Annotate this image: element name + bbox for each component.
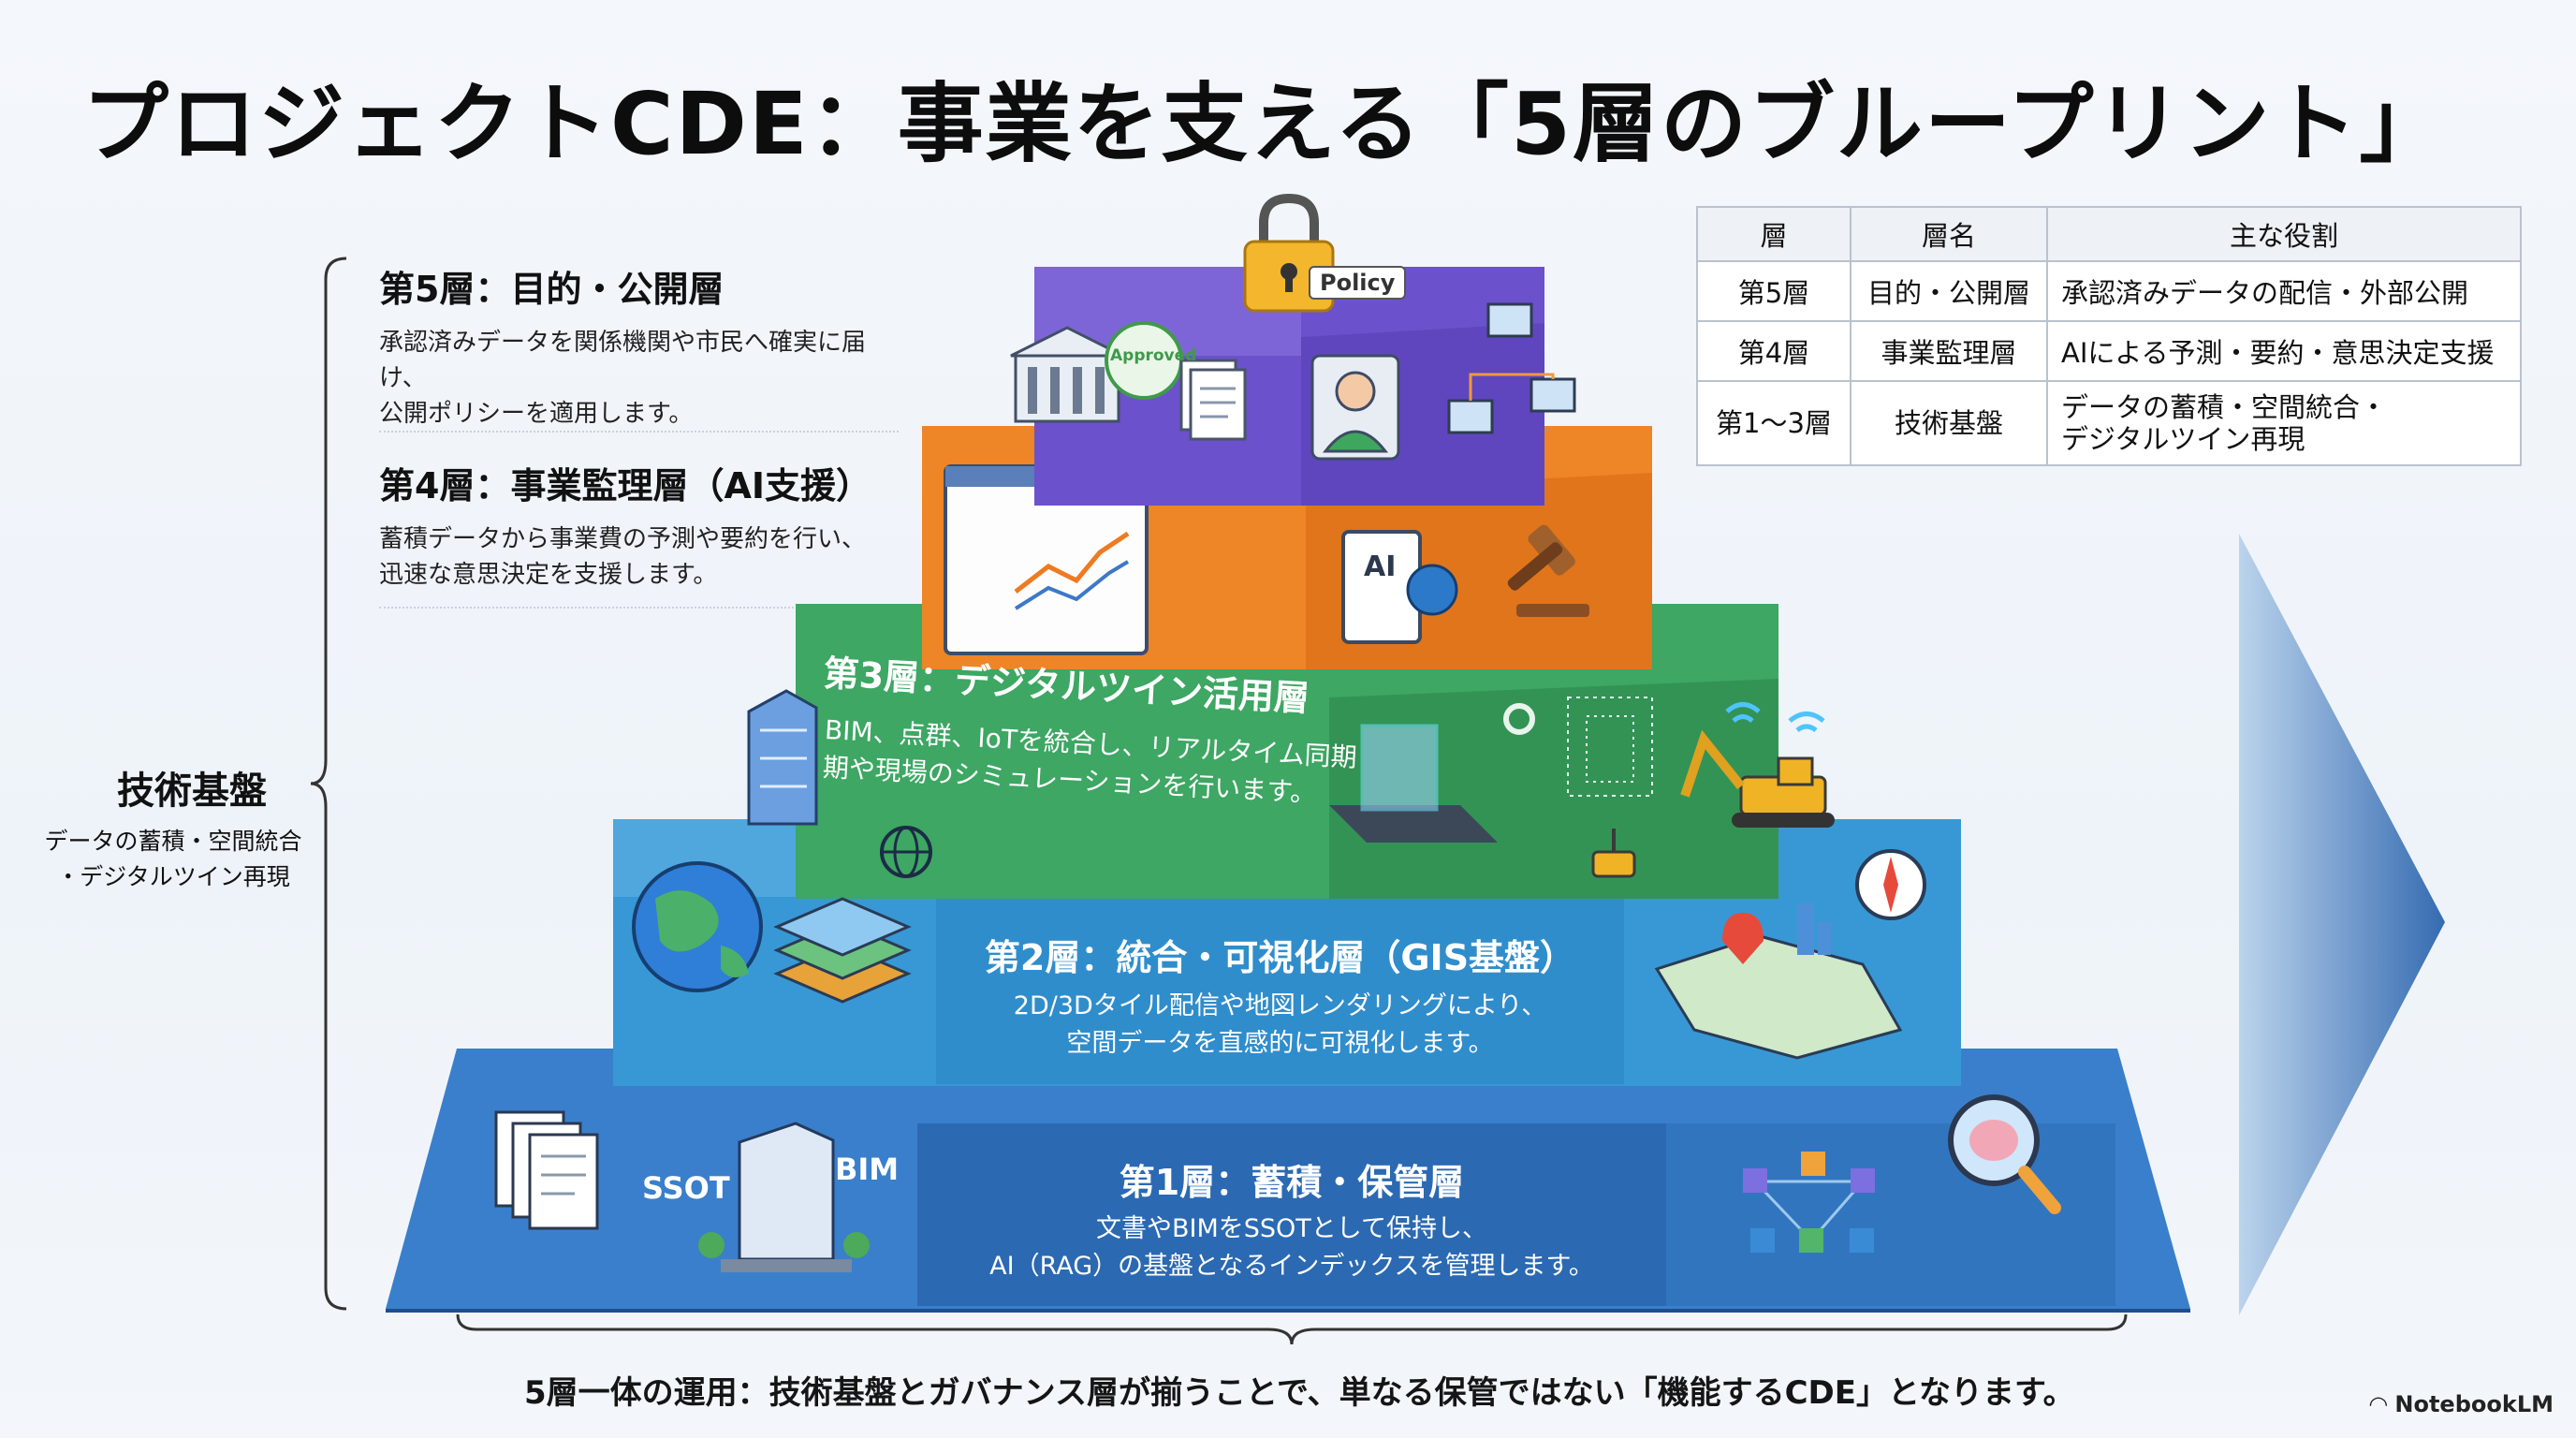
layer2-text: 2D/3Dタイル配信や地図レンダリングにより、 空間データを直感的に可視化します…: [936, 988, 1624, 1063]
bim-label: BIM: [835, 1152, 899, 1187]
bottom-brace: [454, 1311, 2130, 1348]
building-icon: [749, 691, 816, 824]
earth-icon: [634, 863, 761, 990]
ssot-label: SSOT: [642, 1170, 730, 1206]
user-icon: [1312, 356, 1398, 459]
direction-arrow: [2239, 534, 2445, 1315]
ai-label: AI: [1364, 550, 1396, 583]
document-icon: [1181, 360, 1245, 439]
brand-icon: ◠: [2370, 1391, 2395, 1417]
policy-tag: Policy: [1309, 266, 1406, 300]
brand-logo: ◠ NotebookLM: [2370, 1391, 2554, 1417]
brand-text: NotebookLM: [2394, 1391, 2554, 1417]
layer1-title: 第1層：蓄積・保管層: [917, 1153, 1666, 1205]
approved-stamp-label: Approved: [1110, 346, 1196, 365]
bottom-note: 5層一体の運用：技術基盤とガバナンス層が揃うことで、単なる保管ではない「機能する…: [524, 1367, 2115, 1413]
layer2-title: 第2層：統合・可視化層（GIS基盤）: [936, 929, 1624, 980]
compass-icon: [1857, 851, 1925, 918]
layer1-text: 文書やBIMをSSOTとして保持し、 AI（RAG）の基盤となるインデックスを管…: [917, 1211, 1666, 1285]
